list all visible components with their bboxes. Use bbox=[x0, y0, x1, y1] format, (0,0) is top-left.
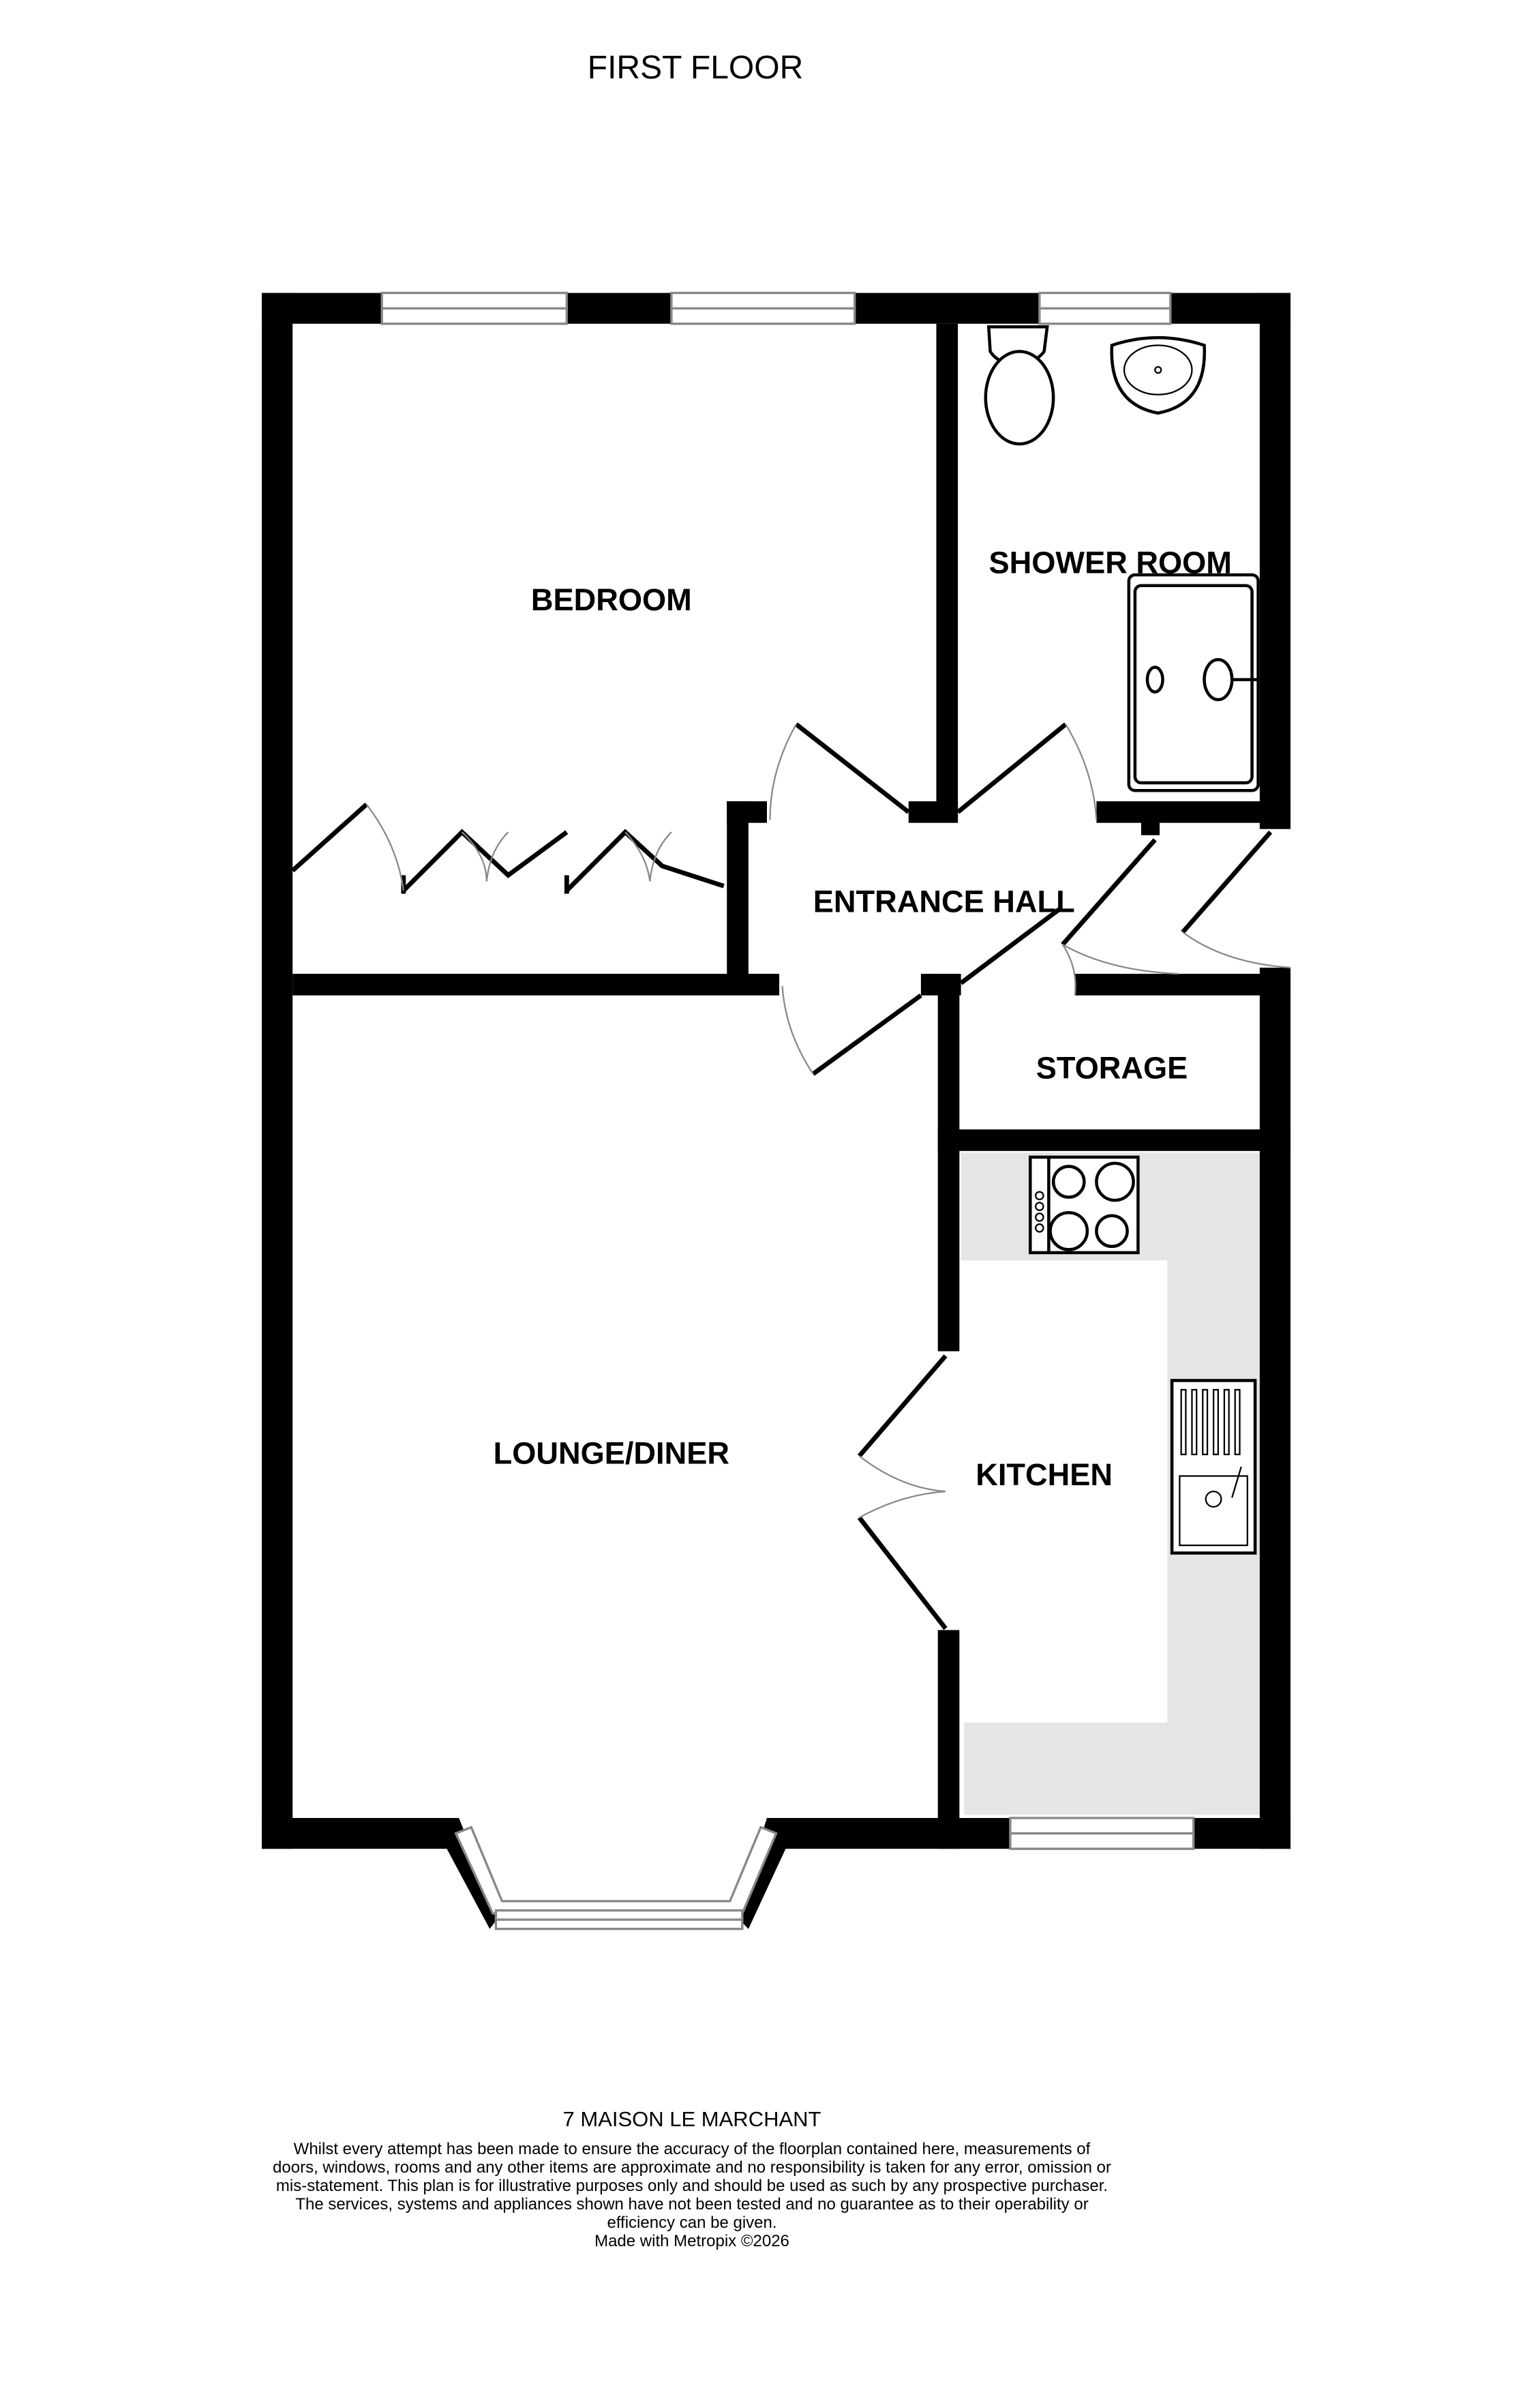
room-label-kitchen: KITCHEN bbox=[976, 1457, 1113, 1492]
bay-window bbox=[443, 1817, 789, 1931]
credit-text: Made with Metropix ©2026 bbox=[594, 2232, 789, 2250]
windows bbox=[380, 291, 1195, 1850]
disclaimer: Whilst every attempt has been made to en… bbox=[269, 2140, 1115, 2250]
room-label-storage: STORAGE bbox=[1036, 1051, 1188, 1086]
property-address: 7 MAISON LE MARCHANT bbox=[562, 2107, 821, 2131]
room-label-shower-room: SHOWER ROOM bbox=[989, 546, 1232, 580]
floor-title: FIRST FLOOR bbox=[587, 50, 804, 86]
doors bbox=[290, 722, 1291, 1630]
sink-icon bbox=[1170, 1379, 1257, 1555]
room-label-bedroom: BEDROOM bbox=[531, 582, 692, 617]
kitchen-worktop bbox=[961, 1152, 1263, 1815]
room-label-lounge-diner: LOUNGE/DINER bbox=[494, 1435, 729, 1470]
basin-icon bbox=[1110, 336, 1207, 415]
disclaimer-text: Whilst every attempt has been made to en… bbox=[273, 2140, 1111, 2232]
toilet-icon bbox=[984, 325, 1055, 446]
shower-tray-icon bbox=[1127, 573, 1260, 792]
walls bbox=[262, 293, 1291, 1849]
room-label-entrance-hall: ENTRANCE HALL bbox=[813, 884, 1075, 919]
hob-icon bbox=[1029, 1155, 1140, 1255]
